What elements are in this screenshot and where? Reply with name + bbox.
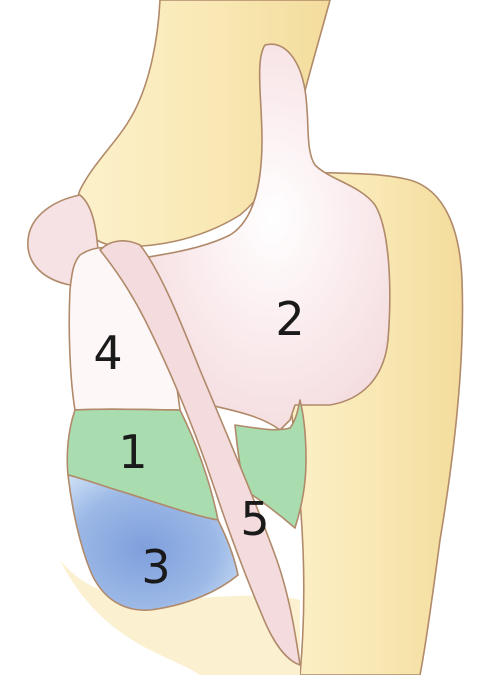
- region-label-5: 5: [240, 492, 269, 546]
- region-label-4: 4: [93, 326, 122, 380]
- region-label-1: 1: [118, 425, 147, 479]
- region-label-2: 2: [275, 292, 304, 346]
- region-label-3: 3: [141, 540, 170, 594]
